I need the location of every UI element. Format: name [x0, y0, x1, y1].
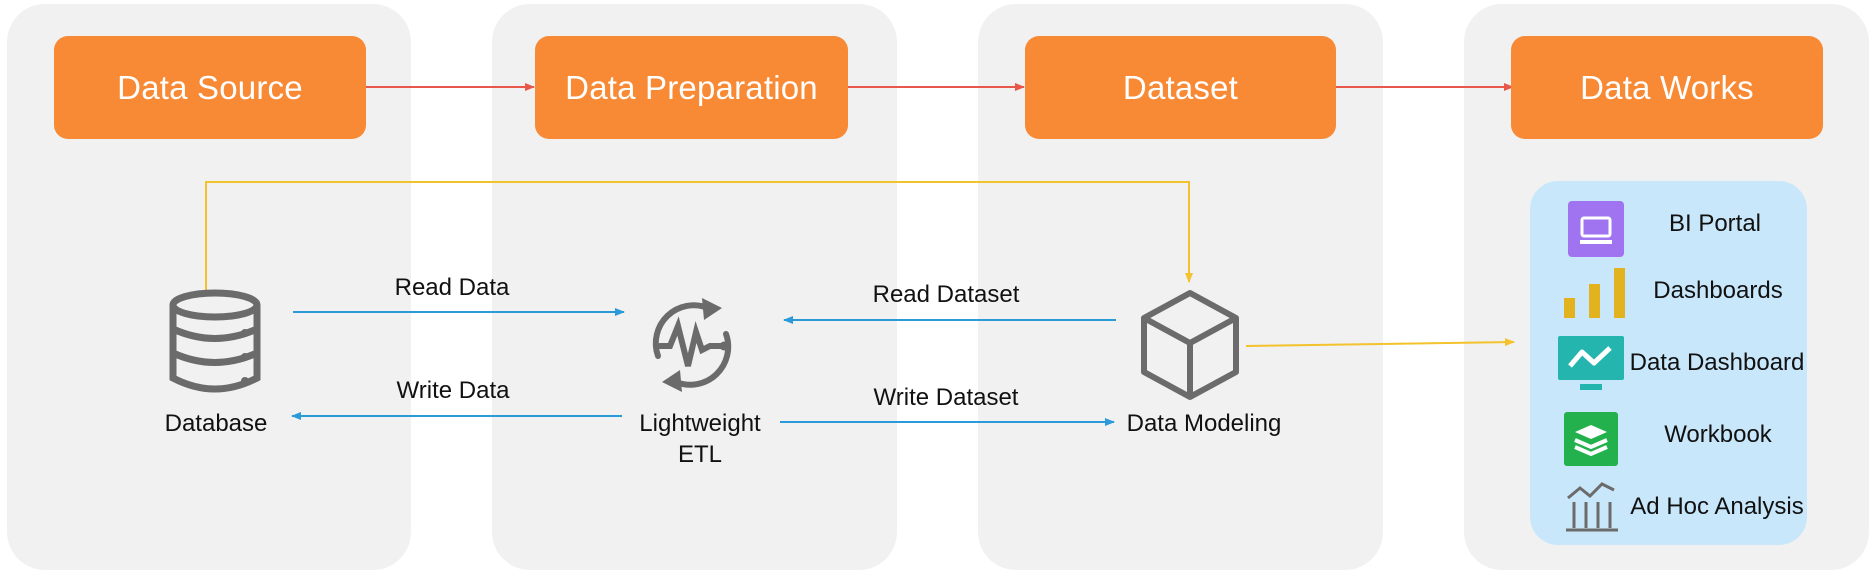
column-analysis-icon	[1566, 482, 1618, 532]
works-item-workbook: Workbook	[1664, 421, 1772, 448]
etl-cycle-icon	[652, 298, 732, 392]
write-dataset-label: Write Dataset	[873, 384, 1019, 411]
works-item-data-dashboard: Data Dashboard	[1629, 349, 1805, 376]
write-data-label: Write Data	[396, 377, 510, 404]
database-icon	[169, 289, 261, 393]
monitor-trend-icon	[1558, 336, 1624, 390]
works-item-dashboards: Dashboards	[1653, 277, 1783, 304]
stage-data-source: Data Source	[54, 36, 366, 139]
stage-dataset: Dataset	[1025, 36, 1336, 139]
etl-label-line1: Lightweight	[639, 410, 761, 437]
cube-icon	[1141, 290, 1239, 400]
etl-label-line2: ETL	[677, 441, 723, 468]
works-item-ad-hoc-analysis: Ad Hoc Analysis	[1630, 493, 1804, 520]
arrow-modeling-to-works	[1245, 338, 1515, 347]
read-data-label: Read Data	[394, 274, 510, 301]
bar-chart-icon	[1564, 268, 1625, 318]
database-label: Database	[164, 410, 268, 437]
read-dataset-label: Read Dataset	[872, 281, 1020, 308]
modeling-label: Data Modeling	[1126, 410, 1282, 437]
bi-portal-icon	[1568, 201, 1624, 257]
works-item-bi-portal: BI Portal	[1668, 210, 1762, 237]
stage-data-works: Data Works	[1511, 36, 1823, 139]
stacked-layers-icon	[1564, 412, 1618, 466]
stage-data-preparation: Data Preparation	[535, 36, 848, 139]
arrow-database-to-modeling	[205, 181, 1193, 290]
